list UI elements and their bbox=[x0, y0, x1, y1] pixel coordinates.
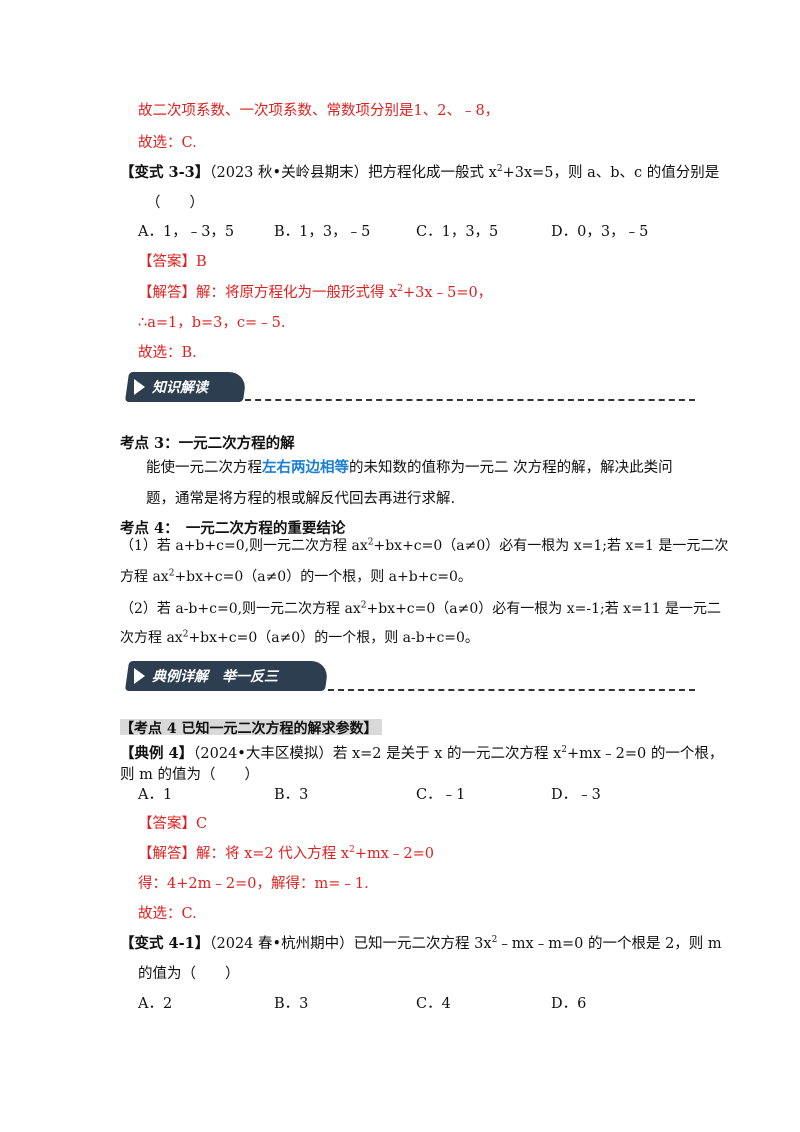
kp3-text-a: 能使一元二次方程 bbox=[146, 460, 262, 476]
divider-line bbox=[245, 399, 695, 401]
question-text-a: 把方程化成一般式 x bbox=[368, 165, 497, 181]
kp3-highlight: 左右两边相等 bbox=[262, 459, 349, 476]
option-b: B．3 bbox=[274, 787, 309, 803]
solution-line-2: ∴a=1，b=3，c=﹣5. bbox=[138, 315, 286, 331]
kp3-text-b: 的未知数的值称为一元二 次方程的解，解决此类问 bbox=[349, 460, 673, 476]
kp4-text: +bx+c=0（a≠0）必有一根为 x=-1;若 x=11 是一元二 bbox=[366, 601, 722, 617]
exponent: 2 bbox=[496, 164, 503, 175]
kp4-conclusion-1-line-1: （1）若 a+b+c=0,则一元二次方程 ax2+bx+c=0（a≠0）必有一根… bbox=[120, 535, 728, 555]
kp4-conclusion-1-line-2: 方程 ax2+bx+c=0（a≠0）的一个根，则 a+b+c=0。 bbox=[120, 566, 472, 586]
solution-line-2: 得：4+2m﹣2=0，解得：m=﹣1. bbox=[138, 876, 369, 892]
option-d: D．6 bbox=[551, 996, 587, 1012]
question-text-a: （2024 春•杭州期中）已知一元二次方程 3x bbox=[209, 936, 492, 952]
kp4-conclusion-2-line-2: 次方程 ax2+bx+c=0（a≠0）的一个根，则 a-b+c=0。 bbox=[120, 627, 479, 647]
exponent: 2 bbox=[397, 284, 404, 295]
kp4-text: 次方程 ax bbox=[120, 630, 183, 646]
exponent: 2 bbox=[168, 568, 175, 579]
solution-line-3: 故选：B. bbox=[138, 345, 197, 361]
conclusion-line: 故选：C. bbox=[138, 135, 197, 151]
kp4-text: +bx+c=0（a≠0）必有一根为 x=1;若 x=1 是一元二次 bbox=[373, 538, 729, 554]
exponent: 2 bbox=[360, 600, 367, 611]
variant-4-1-question: 【变式 4-1】（2024 春•杭州期中）已知一元二次方程 3x2﹣mx﹣m=0… bbox=[120, 932, 722, 953]
solution-line-1: 【解答】解：将原方程化为一般形式得 x2+3x﹣5=0， bbox=[138, 281, 492, 302]
question-text-b: ﹣mx﹣m=0 的一个根是 2，则 m bbox=[497, 936, 722, 952]
option-d: D．0，3，﹣5 bbox=[551, 224, 649, 240]
option-b: B．1，3，﹣5 bbox=[274, 224, 371, 240]
variant-3-3-question: 【变式 3-3】（2023 秋•关岭县期末）把方程化成一般式 x2+3x=5，则… bbox=[120, 161, 719, 182]
kp4-conclusion-2-line-1: （2）若 a-b+c=0,则一元二次方程 ax2+bx+c=0（a≠0）必有一根… bbox=[120, 598, 721, 618]
solution-text-b: +mx﹣2=0 bbox=[354, 846, 434, 862]
solution-line-1: 【解答】解：将 x=2 代入方程 x2+mx﹣2=0 bbox=[138, 842, 434, 863]
kp3-line-1: 能使一元二次方程左右两边相等的未知数的值称为一元二 次方程的解，解决此类问 bbox=[146, 456, 673, 477]
kp3-title: 考点 3：一元二次方程的解 bbox=[120, 435, 295, 452]
kp4-text: 方程 ax bbox=[120, 569, 169, 585]
kp4-text: （2）若 a-b+c=0,则一元二次方程 ax bbox=[120, 601, 361, 617]
kp4-text: +bx+c=0（a≠0）的一个根，则 a+b+c=0。 bbox=[174, 569, 472, 585]
kp4-text: +bx+c=0（a≠0）的一个根，则 a-b+c=0。 bbox=[188, 630, 479, 646]
answer-parentheses: （ ） bbox=[146, 195, 204, 211]
question-text-b: +mx﹣2=0 的一个根， bbox=[567, 746, 724, 762]
option-c: C．4 bbox=[416, 996, 451, 1012]
kp4-text: （1）若 a+b+c=0,则一元二次方程 ax bbox=[120, 538, 368, 554]
option-a: A．1，﹣3，5 bbox=[138, 224, 235, 240]
kp4-example-heading: 【考点 4 已知一元二次方程的解求参数】 bbox=[120, 721, 378, 737]
solution-line: 故二次项系数、一次项系数、常数项分别是1、2、﹣8， bbox=[138, 103, 500, 119]
option-b: B．3 bbox=[274, 996, 309, 1012]
solution-text-a: 【解答】解：将原方程化为一般形式得 x bbox=[138, 285, 398, 301]
question-text-b: +3x=5，则 a、b、c 的值分别是 bbox=[502, 165, 720, 181]
exponent: 2 bbox=[491, 935, 498, 946]
exponent: 2 bbox=[182, 629, 189, 640]
divider-line bbox=[328, 689, 695, 691]
variant-tag: 【变式 4-1】 bbox=[120, 935, 210, 952]
example-4-question-line-2: 则 m 的值为（ ） bbox=[120, 767, 259, 783]
solution-text-a: 【解答】解：将 x=2 代入方程 x bbox=[138, 846, 350, 862]
example-4-question: 【典例 4】（2024•大丰区模拟）若 x=2 是关于 x 的一元二次方程 x2… bbox=[120, 742, 723, 763]
question-source: （2023 秋•关岭县期末） bbox=[209, 165, 369, 181]
heading-highlight bbox=[120, 719, 382, 735]
option-c: C．﹣1 bbox=[416, 787, 466, 803]
example-tag: 【典例 4】 bbox=[120, 745, 194, 762]
solution-line-3: 故选：C. bbox=[138, 906, 197, 922]
exponent: 2 bbox=[367, 537, 374, 548]
question-text-a: （2024•大丰区模拟）若 x=2 是关于 x 的一元二次方程 x bbox=[193, 746, 562, 762]
solution-text-b: +3x﹣5=0， bbox=[403, 285, 493, 301]
play-icon bbox=[134, 668, 145, 684]
variant-tag: 【变式 3-3】 bbox=[120, 164, 210, 181]
answer-line: 【答案】C bbox=[138, 816, 208, 832]
variant-4-1-question-line-2: 的值为（ ） bbox=[138, 966, 240, 982]
option-d: D．﹣3 bbox=[551, 787, 601, 803]
exponent: 2 bbox=[561, 745, 568, 756]
option-a: A．2 bbox=[138, 996, 173, 1012]
play-icon bbox=[134, 379, 145, 395]
section-banner-title: 知识解读 bbox=[152, 380, 208, 396]
kp3-line-2: 题，通常是将方程的根或解反代回去再进行求解. bbox=[146, 491, 456, 507]
option-c: C．1，3，5 bbox=[416, 224, 499, 240]
section-banner-title: 典例详解 举一反三 bbox=[152, 669, 278, 685]
kp4-title: 考点 4： 一元二次方程的重要结论 bbox=[120, 520, 346, 537]
option-a: A．1 bbox=[138, 787, 173, 803]
answer-line: 【答案】B bbox=[138, 254, 207, 270]
exponent: 2 bbox=[349, 845, 355, 856]
